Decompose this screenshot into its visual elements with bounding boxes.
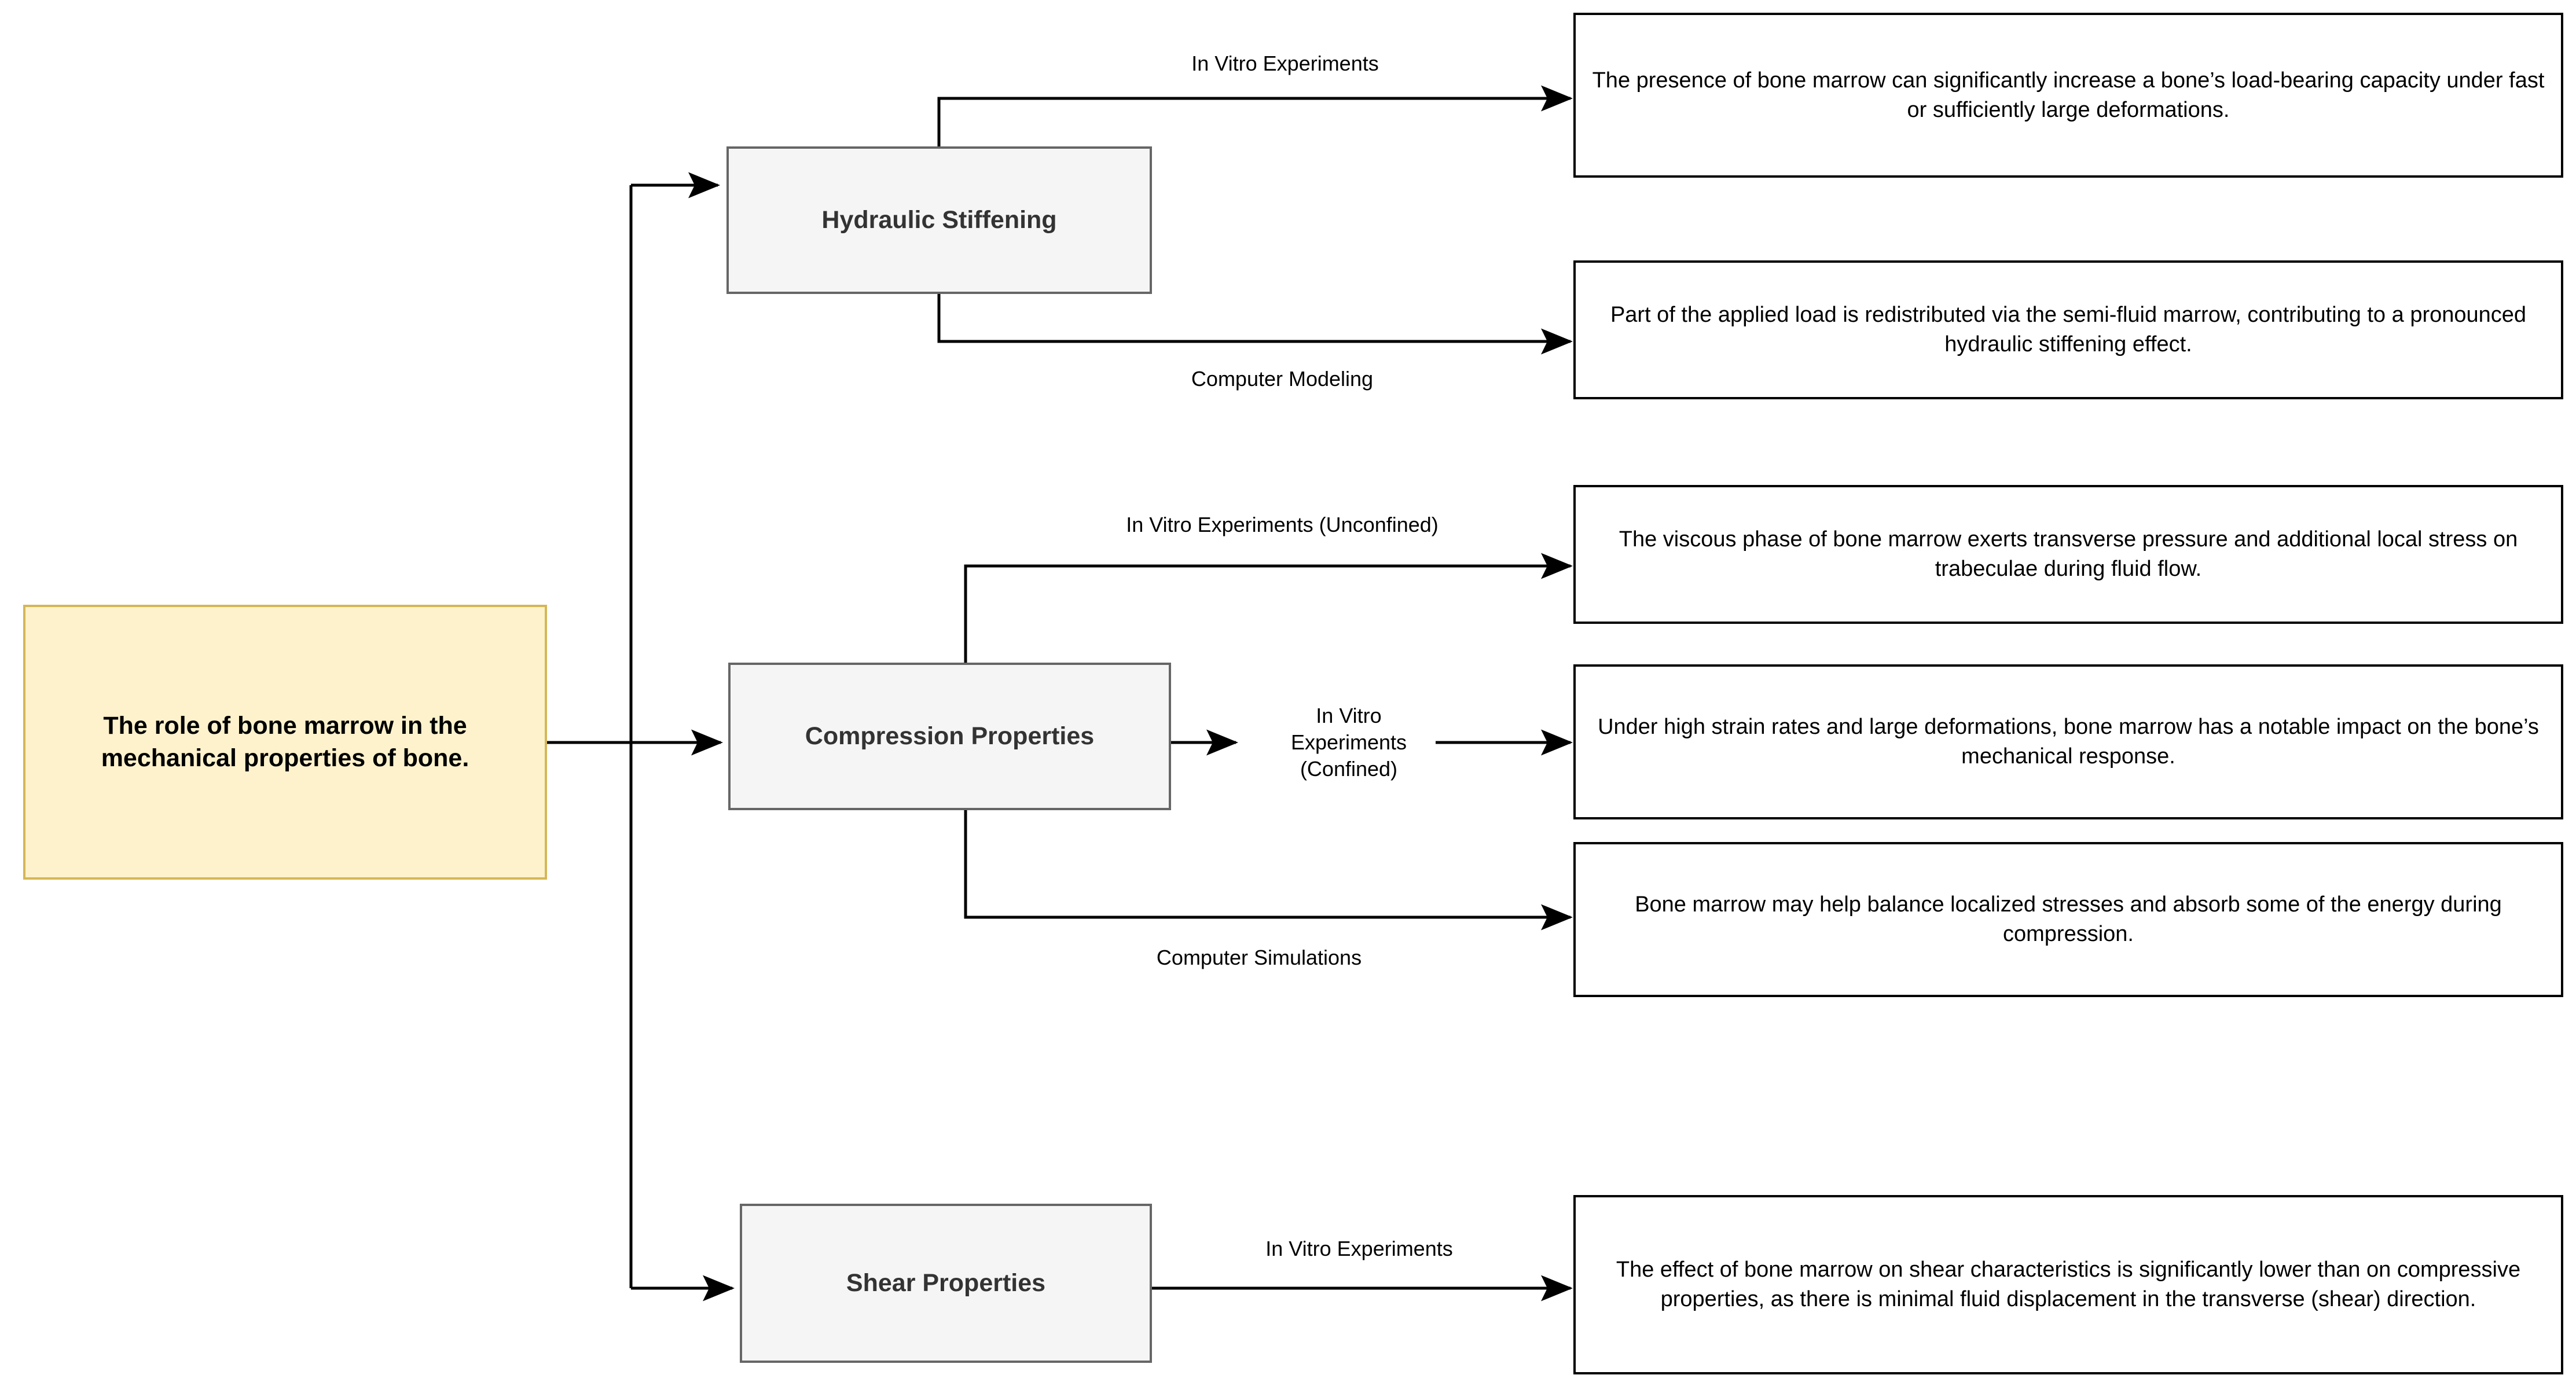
finding-node-compression-confined-text: Under high strain rates and large deform… — [1598, 715, 2539, 769]
finding-node-shear-in-vitro-text: The effect of bone marrow on shear chara… — [1616, 1258, 2521, 1311]
finding-node-compression-confined[interactable]: Under high strain rates and large deform… — [1573, 664, 2563, 819]
finding-node-hydraulic-modeling-text: Part of the applied load is redistribute… — [1610, 303, 2527, 356]
finding-node-compression-simulations[interactable]: Bone marrow may help balance localized s… — [1573, 842, 2563, 997]
edge-compression-to-finding3 — [964, 553, 1573, 663]
root-node-label: The role of bone marrow in the mechanica… — [101, 711, 469, 772]
branch-node-hydraulic-stiffening-label: Hydraulic Stiffening — [821, 205, 1057, 234]
finding-node-shear-in-vitro[interactable]: The effect of bone marrow on shear chara… — [1573, 1195, 2563, 1374]
finding-node-hydraulic-in-vitro[interactable]: The presence of bone marrow can signific… — [1573, 13, 2563, 178]
edge-label-hydraulic-in-vitro: In Vitro Experiments — [1191, 51, 1379, 75]
finding-node-compression-simulations-text: Bone marrow may help balance localized s… — [1635, 892, 2502, 946]
branch-node-shear-properties[interactable]: Shear Properties — [740, 1204, 1152, 1363]
edge-hydraulic-to-finding1 — [937, 85, 1573, 146]
finding-node-compression-unconfined[interactable]: The viscous phase of bone marrow exerts … — [1573, 485, 2563, 624]
finding-node-hydraulic-in-vitro-text: The presence of bone marrow can signific… — [1592, 68, 2545, 122]
edge-label-compression-in-vitro-confined: In Vitro Experiments (Confined) — [1290, 703, 1407, 781]
finding-node-compression-unconfined-text: The viscous phase of bone marrow exerts … — [1619, 527, 2518, 581]
edge-hydraulic-to-finding2 — [937, 294, 1573, 355]
branch-node-shear-properties-label: Shear Properties — [846, 1269, 1046, 1297]
edge-label-compression-in-vitro-unconfined: In Vitro Experiments (Unconfined) — [1126, 512, 1439, 536]
root-node[interactable]: The role of bone marrow in the mechanica… — [23, 605, 547, 880]
finding-node-hydraulic-modeling[interactable]: Part of the applied load is redistribute… — [1573, 260, 2563, 399]
edge-label-shear-in-vitro: In Vitro Experiments — [1265, 1236, 1453, 1260]
branch-node-compression-properties-label: Compression Properties — [805, 722, 1095, 750]
edge-label-compression-computer-simulations: Computer Simulations — [1156, 945, 1362, 969]
branch-node-compression-properties[interactable]: Compression Properties — [728, 663, 1171, 810]
edge-compression-to-finding5 — [964, 810, 1573, 931]
edge-label-hydraulic-computer-modeling: Computer Modeling — [1191, 366, 1374, 391]
branch-node-hydraulic-stiffening[interactable]: Hydraulic Stiffening — [726, 146, 1152, 294]
